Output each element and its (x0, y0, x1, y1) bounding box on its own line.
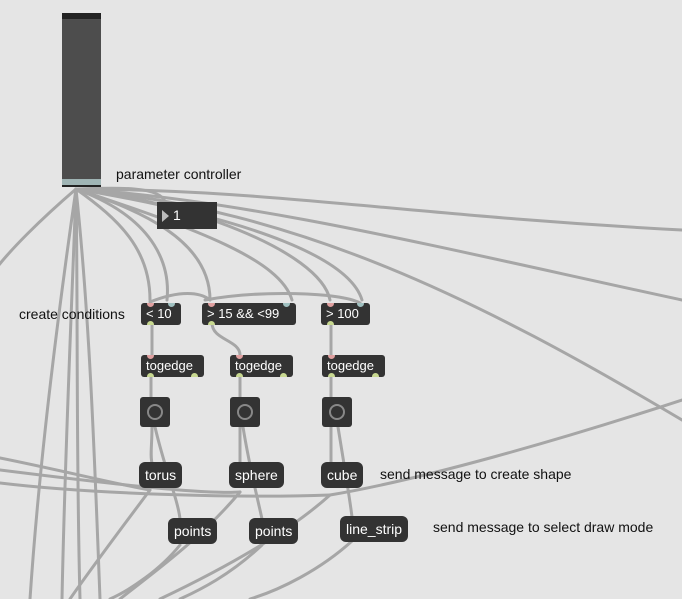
comment-parameter-controller: parameter controller (116, 166, 242, 182)
togedge-label: togedge (146, 358, 193, 373)
condition-label: < 10 (146, 306, 172, 321)
message-points-1[interactable]: points (168, 518, 218, 544)
message-sphere[interactable]: sphere (229, 462, 284, 488)
condition-object-between[interactable]: > 15 && <99 (202, 303, 296, 325)
parameter-slider[interactable] (62, 13, 101, 187)
condition-object-lt10[interactable]: < 10 (141, 303, 181, 325)
comment-send-create-shape: send message to create shape (380, 466, 572, 482)
play-triangle-icon (162, 210, 169, 222)
circle-icon (237, 404, 253, 420)
circle-icon (147, 404, 163, 420)
slider-knob[interactable] (62, 179, 101, 185)
condition-object-gt100[interactable]: > 100 (321, 303, 370, 325)
number-value: 1 (173, 207, 181, 223)
togedge-object-2[interactable]: togedge (230, 355, 293, 377)
message-cube[interactable]: cube (321, 462, 364, 488)
condition-label: > 100 (326, 306, 359, 321)
togedge-label: togedge (327, 358, 374, 373)
message-torus[interactable]: torus (139, 462, 183, 488)
bang-button-1[interactable] (140, 397, 170, 427)
togedge-label: togedge (235, 358, 282, 373)
message-line-strip[interactable]: line_strip (340, 516, 409, 542)
togedge-object-3[interactable]: togedge (322, 355, 385, 377)
number-box[interactable]: 1 (157, 202, 217, 229)
circle-icon (329, 404, 345, 420)
comment-send-draw-mode: send message to select draw mode (433, 519, 654, 535)
comment-create-conditions: create conditions (19, 306, 125, 322)
bang-button-2[interactable] (230, 397, 260, 427)
condition-label: > 15 && <99 (207, 306, 280, 321)
message-points-2[interactable]: points (249, 518, 299, 544)
bang-button-3[interactable] (322, 397, 352, 427)
togedge-object-1[interactable]: togedge (141, 355, 204, 377)
